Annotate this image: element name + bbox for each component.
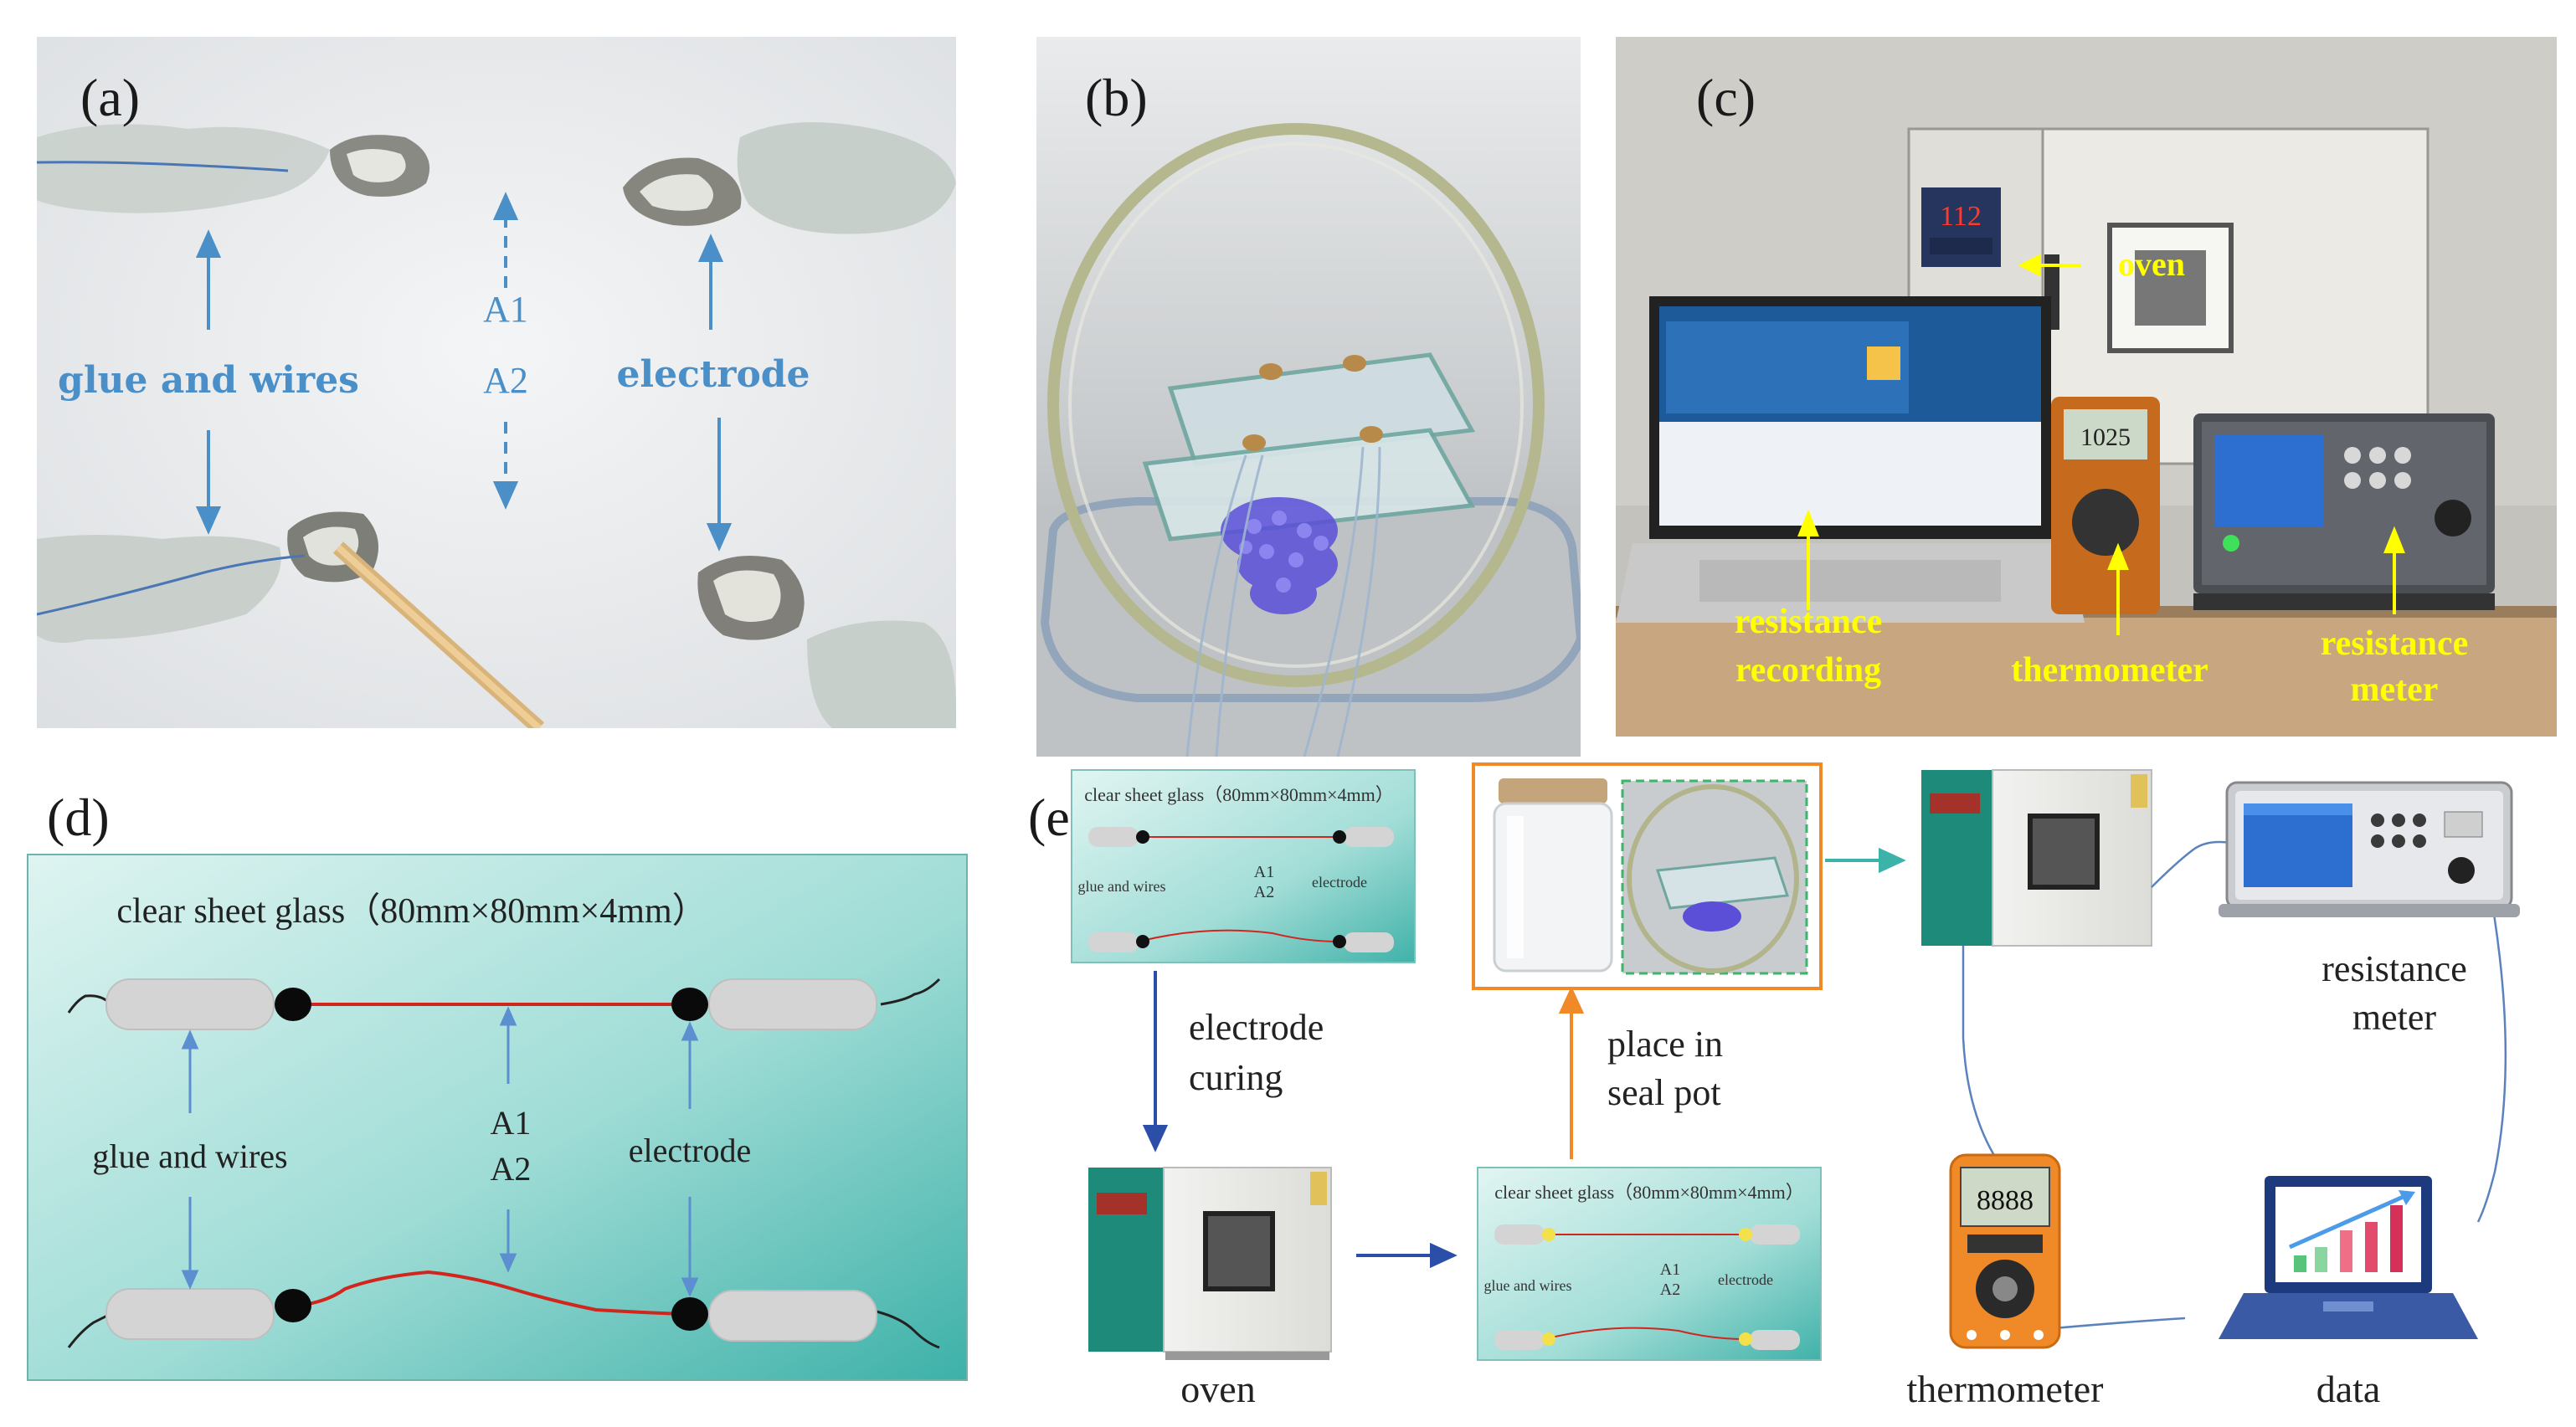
electrode-dot-tl bbox=[275, 988, 311, 1021]
panel-label-b: (b) bbox=[1085, 68, 1148, 127]
panel-a-photo: glue and wires electrode A1 A2 bbox=[37, 37, 956, 728]
label-resistance-recording-2: recording bbox=[1735, 651, 1881, 690]
label-a1-d: A1 bbox=[491, 1104, 532, 1142]
label-data: data bbox=[2316, 1368, 2381, 1410]
resistance-meter-photo bbox=[2193, 413, 2495, 610]
label-resistance-meter-e-1: resistance bbox=[2321, 948, 2466, 989]
thermometer-display: 8888 bbox=[1977, 1185, 2034, 1216]
thermometer-illustration: 8888 bbox=[1949, 1153, 2061, 1349]
label-resistance-recording-1: resistance bbox=[1735, 603, 1883, 641]
mini-a2-2: A2 bbox=[1660, 1281, 1680, 1299]
mini-a1-2: A1 bbox=[1660, 1260, 1680, 1279]
mini-a2-1: A2 bbox=[1254, 883, 1274, 901]
laptop-data-illustration bbox=[2219, 1176, 2478, 1339]
resistance-meter-illustration bbox=[2219, 781, 2520, 917]
mini-glue-1: glue and wires bbox=[1078, 878, 1166, 895]
electrode-dot-bl bbox=[275, 1289, 311, 1322]
glue-pill-tl bbox=[105, 978, 275, 1030]
label-electrode: electrode bbox=[616, 353, 810, 396]
panel-c-photo: 112 1025 bbox=[1616, 37, 2557, 737]
glass-tray bbox=[1040, 497, 1581, 702]
glue-blob-top-right bbox=[737, 122, 956, 234]
panel-b-photo bbox=[1036, 37, 1581, 757]
label-thermometer-e: thermometer bbox=[1906, 1368, 2103, 1410]
mini-title-1: clear sheet glass（80mm×80mm×4mm） bbox=[1084, 784, 1393, 805]
glue-pill-br bbox=[708, 1290, 877, 1342]
cable-oven-to-meter bbox=[2151, 840, 2244, 888]
glue-blob-bottom-left bbox=[37, 535, 281, 643]
mini-a1-1: A1 bbox=[1254, 863, 1274, 881]
panel-label-d: (d) bbox=[47, 788, 110, 847]
cable-oven-to-thermometer bbox=[1962, 946, 2007, 1173]
label-a1: A1 bbox=[483, 289, 528, 330]
glue-pill-tr bbox=[708, 978, 877, 1030]
label-electrode-d: electrode bbox=[629, 1132, 752, 1169]
label-resistance-meter-2: meter bbox=[2351, 670, 2439, 709]
label-oven-e: oven bbox=[1180, 1368, 1255, 1410]
panel-e-flowchart: clear sheet glass（80mm×80mm×4mm） glue an… bbox=[988, 753, 2562, 1414]
oven-display-temp: 112 bbox=[1940, 201, 1982, 232]
label-seal-pot: seal pot bbox=[1607, 1072, 1721, 1113]
panel-label-c: (c) bbox=[1696, 68, 1756, 127]
mini-electrode-2: electrode bbox=[1718, 1271, 1773, 1288]
oven-illustration-top bbox=[1921, 769, 2152, 947]
label-thermometer: thermometer bbox=[2011, 651, 2208, 690]
label-electrode-curing-1: electrode bbox=[1189, 1007, 1324, 1048]
wire-bottom bbox=[298, 1270, 685, 1316]
glue-blob-top-left bbox=[37, 124, 330, 213]
panel-d-schematic: clear sheet glass（80mm×80mm×4mm） bbox=[27, 854, 968, 1381]
mini-glue-2: glue and wires bbox=[1484, 1277, 1572, 1294]
label-glue-and-wires-d: glue and wires bbox=[92, 1137, 287, 1175]
label-resistance-meter-e-2: meter bbox=[2352, 997, 2437, 1038]
glue-blob-bottom-right bbox=[807, 620, 956, 728]
cable-meter-to-laptop bbox=[2476, 870, 2507, 1223]
label-resistance-meter-1: resistance bbox=[2321, 624, 2469, 663]
label-a2: A2 bbox=[483, 360, 528, 401]
glass-title: clear sheet glass（80mm×80mm×4mm） bbox=[116, 892, 707, 931]
label-glue-and-wires: glue and wires bbox=[58, 359, 359, 402]
panel-label-a: (a) bbox=[80, 68, 141, 127]
glue-pill-bl bbox=[105, 1288, 275, 1340]
multimeter-photo: 1025 bbox=[2051, 397, 2160, 614]
label-place-in: place in bbox=[1607, 1024, 1723, 1065]
seal-pot-ring bbox=[1047, 123, 1545, 687]
mini-schematic-bottom: clear sheet glass（80mm×80mm×4mm） glue an… bbox=[1477, 1167, 1822, 1361]
multimeter-reading: 1025 bbox=[2080, 423, 2131, 451]
label-oven: oven bbox=[2118, 245, 2185, 283]
laptop-photo bbox=[1616, 296, 2085, 623]
mini-schematic-top: clear sheet glass（80mm×80mm×4mm） glue an… bbox=[1071, 769, 1416, 963]
mini-title-2: clear sheet glass（80mm×80mm×4mm） bbox=[1494, 1182, 1803, 1203]
label-electrode-curing-2: curing bbox=[1189, 1057, 1283, 1098]
mini-electrode-1: electrode bbox=[1312, 874, 1367, 891]
label-a2-d: A2 bbox=[491, 1150, 532, 1188]
electrode-dot-br bbox=[671, 1297, 708, 1331]
seal-pot-box bbox=[1472, 762, 1823, 990]
oven-illustration-bottom bbox=[1088, 1167, 1332, 1360]
electrode-dot-tr bbox=[671, 988, 708, 1021]
